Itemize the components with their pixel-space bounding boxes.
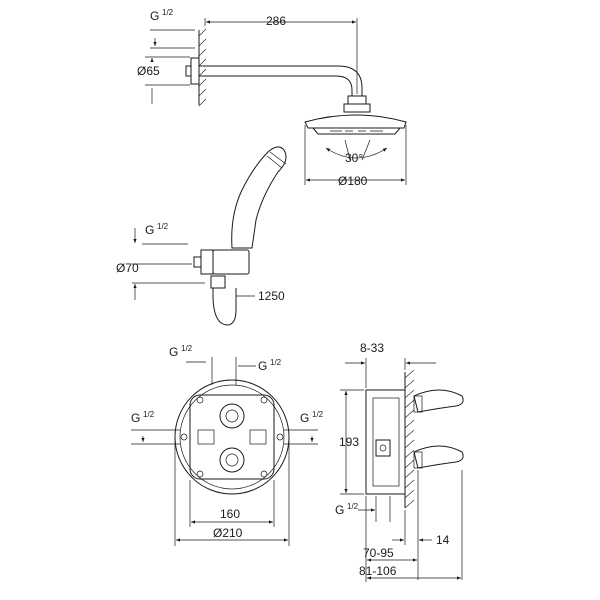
valve-body <box>189 394 275 480</box>
right-thread-label: G <box>300 411 309 425</box>
flange-diameter-label: Ø65 <box>137 64 160 78</box>
right-thread-size: 1/2 <box>312 410 324 419</box>
hand-shower-spray-face <box>266 151 287 169</box>
upper-handle <box>413 389 464 413</box>
head-diameter-label: Ø180 <box>338 174 368 188</box>
mounting-plate-inner <box>179 384 285 490</box>
plate-fixing-holes <box>180 396 284 478</box>
lower-handle <box>413 445 464 469</box>
angle-arc <box>325 147 388 159</box>
wall-holder <box>212 249 250 275</box>
hand-shower-body <box>231 146 287 249</box>
wall-flange <box>190 57 200 85</box>
arm-length-label: 286 <box>266 14 286 28</box>
projection-label: 14 <box>436 533 450 547</box>
thread-stub <box>185 65 192 77</box>
thermostat-front-view: G 1/2 G 1/2 G 1/2 G 1/2 160 Ø210 <box>131 344 324 546</box>
concealed-body <box>365 389 406 495</box>
shower-head-face <box>312 127 401 135</box>
elbow-thread <box>193 256 202 268</box>
left-thread-label: G <box>131 411 140 425</box>
hose-loop <box>212 288 237 326</box>
wall-hatch-side <box>404 369 415 509</box>
shower-arm-inner <box>199 75 353 96</box>
head-ball-joint <box>343 103 371 113</box>
range-one-label: 70-95 <box>363 546 394 560</box>
top-right-thread-size: 1/2 <box>270 358 282 367</box>
top-left-thread-label: G <box>169 345 178 359</box>
left-thread-size: 1/2 <box>143 410 155 419</box>
hand-thread-size-label: 1/2 <box>157 222 169 231</box>
side-outlet <box>375 439 391 457</box>
hose-length-label: 1250 <box>258 289 285 303</box>
top-left-thread-size: 1/2 <box>181 344 193 353</box>
mounting-plate <box>174 379 290 495</box>
right-outlet <box>249 429 267 445</box>
elbow-diameter-label: Ø70 <box>116 261 139 275</box>
lower-valve-port <box>219 447 245 473</box>
hand-thread-label: G <box>145 223 154 237</box>
shower-head-assembly: 286 G 1/2 Ø65 30° Ø180 <box>137 8 407 188</box>
wall-elbow <box>200 249 214 275</box>
body-width-label: 160 <box>220 507 240 521</box>
hose-connector <box>210 275 226 289</box>
arm-nut <box>347 95 367 105</box>
side-thread-size: 1/2 <box>347 502 359 511</box>
hand-shower-assembly: G 1/2 Ø70 1250 <box>116 146 287 326</box>
shower-head-body <box>304 114 407 129</box>
thread-label: G <box>150 9 159 23</box>
top-right-thread-label: G <box>258 359 267 373</box>
depth-range-label: 8-33 <box>360 341 384 355</box>
shower-arm <box>199 65 363 96</box>
thermostat-side-view: 8-33 193 G 1/2 14 70-95 81-106 <box>335 341 464 582</box>
plate-diameter-label: Ø210 <box>213 526 243 540</box>
wall-hatch-top <box>198 28 207 107</box>
body-height-label: 193 <box>339 435 359 449</box>
thread-size-label: 1/2 <box>162 8 174 17</box>
upper-valve-port <box>219 403 245 429</box>
side-thread-label: G <box>335 503 344 517</box>
angle-label: 30° <box>345 151 363 165</box>
range-two-label: 81-106 <box>359 564 397 578</box>
left-outlet <box>197 429 215 445</box>
